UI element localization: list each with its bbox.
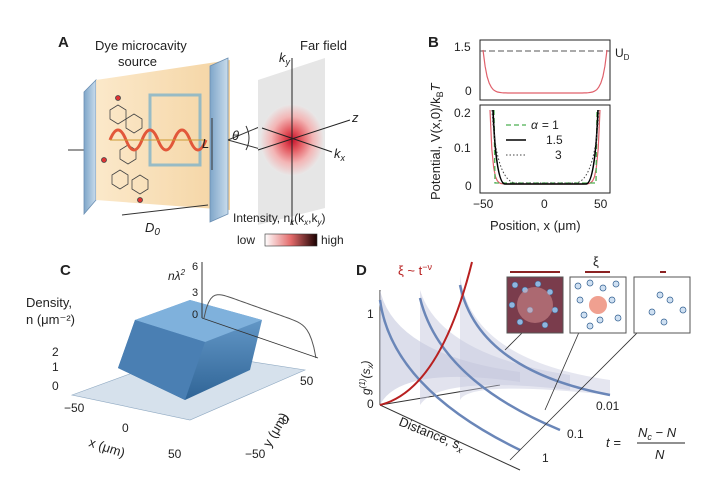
t-def-denominator: N [655, 447, 665, 462]
dye-molecule-icon [101, 95, 149, 203]
panel-c: C Density, n (μm⁻²) 2 1 0 nλ2 6 3 0 −50 … [26, 261, 319, 461]
angle-arc [245, 125, 250, 151]
bottom-ytick-0-2: 0.2 [454, 106, 471, 120]
inset-thermal-particles [648, 291, 687, 326]
d-ytick-0: 0 [367, 397, 374, 411]
diameter-marker [121, 204, 209, 216]
panel-d: D ξ ~ t−ν 1 0 g(1)(sx) Distance, sx [356, 254, 691, 471]
g1-curve-t-1 [378, 299, 521, 452]
panel-b: B Potential, V(x,0)/kBT 1.5 0 UD 0.2 0.1… [428, 34, 630, 233]
legend-alpha-1: α= 1 [531, 118, 559, 132]
t-tick-0-01: 0.01 [596, 399, 620, 413]
top-potential-data [482, 49, 608, 94]
bottom-ytick-0: 0 [465, 179, 472, 193]
t-def-numerator: Nc − N [638, 425, 677, 442]
intensity-colorbar [264, 233, 318, 247]
inset-intermediate-glow [589, 296, 607, 314]
xi-law-label: ξ ~ t−ν [398, 262, 433, 278]
profile-tick-6: 6 [192, 261, 198, 273]
z-axis [257, 119, 351, 151]
panel-b-xlabel: Position, x (μm) [490, 218, 581, 233]
panel-d-letter: D [356, 262, 367, 279]
ky-label: ky [279, 50, 291, 67]
fit-alpha-1-5 [492, 109, 599, 185]
t-tick-0-1: 0.1 [567, 427, 584, 441]
bottom-plot-frame [479, 104, 611, 194]
inset-condensed-particles [508, 280, 559, 329]
xtick-50: 50 [594, 197, 608, 211]
ud-label: UD [615, 46, 630, 62]
z-tick-2: 2 [52, 345, 59, 359]
legend-alpha-1-5: 1.5 [546, 133, 563, 147]
d-t-axis [379, 384, 501, 406]
g1-curve-t-0-01 [458, 284, 611, 397]
x-tick-50: 50 [168, 447, 182, 461]
panel-b-ylabel: Potential, V(x,0)/kBT [428, 82, 445, 200]
d-xlabel: Distance, sx [396, 414, 467, 456]
profile-baseline [201, 317, 319, 359]
arrow-inset-3 [509, 329, 641, 461]
inset-condensed-glow [517, 287, 553, 323]
y-tick-minus-50: −50 [245, 447, 266, 461]
angle-label: θ [232, 128, 239, 143]
colorbar-high-label: high [321, 233, 344, 247]
inset-intermediate-particles [574, 279, 622, 330]
slice-shade-3 [460, 275, 610, 400]
z-tick-1: 1 [52, 360, 59, 374]
top-plot-frame [479, 39, 611, 101]
t-tick-1: 1 [542, 451, 549, 465]
z-label: z [351, 110, 359, 125]
top-ytick-0: 0 [465, 84, 472, 98]
profile-curve [203, 294, 317, 359]
d-x-axis [379, 404, 521, 471]
top-ytick-1-5: 1.5 [454, 40, 471, 54]
t-def-lhs: t = [606, 435, 621, 450]
panel-b-letter: B [428, 34, 439, 51]
xtick-minus-50: −50 [473, 197, 494, 211]
source-title-line2: source [118, 54, 157, 69]
diameter-label: D0 [145, 220, 160, 238]
intensity-label: Intensity, nk(kx,ky) [233, 211, 325, 227]
density-unit: n (μm⁻²) [26, 312, 75, 327]
profile-label: nλ2 [168, 268, 186, 283]
g1-curve-t-0-1 [418, 297, 561, 432]
panel-a: A Dye microcavity source Far field L D0 [58, 34, 359, 247]
far-field-title: Far field [300, 38, 347, 53]
density-top-face [135, 300, 262, 342]
cavity-volume [96, 60, 230, 210]
right-mirror [209, 57, 229, 223]
xtick-0: 0 [541, 197, 548, 211]
panel-a-letter: A [58, 34, 69, 51]
slice-shade-2 [420, 290, 570, 405]
xi-symbol: ξ [593, 254, 599, 269]
density-label: Density, [26, 295, 72, 310]
d-ytick-1: 1 [367, 307, 374, 321]
colorbar-low-label: low [237, 233, 255, 247]
y-tick-50: 50 [300, 374, 314, 388]
left-mirror [83, 79, 97, 216]
x-tick-0: 0 [122, 421, 129, 435]
arrow-inset-2 [544, 329, 581, 411]
y-tick-0: 0 [282, 413, 289, 427]
profile-tick-0: 0 [192, 309, 198, 321]
panel-c-letter: C [60, 262, 71, 279]
legend-alpha-3: 3 [555, 148, 562, 162]
x-tick-minus-50: −50 [64, 401, 85, 415]
cavity-length-label: L [202, 136, 209, 151]
kx-label: kx [334, 146, 346, 163]
d-ylabel: g(1)(sx) [358, 361, 375, 395]
source-title-line1: Dye microcavity [95, 38, 187, 53]
profile-tick-3: 3 [192, 287, 198, 299]
kx-axis [261, 127, 333, 153]
bottom-ytick-0-1: 0.1 [454, 141, 471, 155]
panel-c-xlabel: x (μm) [87, 435, 127, 461]
density-front-face [118, 320, 205, 400]
z-tick-0: 0 [52, 379, 59, 393]
panel-c-ylabel: y (μm) [260, 410, 292, 450]
xi-curve [379, 261, 473, 406]
